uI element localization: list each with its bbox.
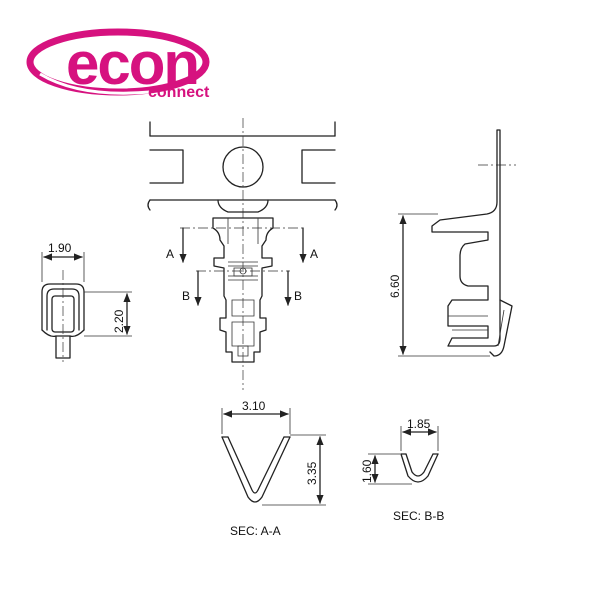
- end-view: 1.90 2.20: [41, 241, 132, 362]
- section-marker-b-right: B: [294, 289, 302, 303]
- dim-height-left: 2.20: [112, 309, 126, 333]
- dim-height-right: 6.60: [388, 274, 402, 298]
- side-view: 6.60: [388, 129, 516, 357]
- section-marker-a-right: A: [310, 247, 318, 261]
- logo-tagline: connect: [148, 84, 210, 101]
- dim-width-sec-a: 3.10: [242, 399, 266, 413]
- section-b-b: 1.85 1.60 SEC: B-B: [360, 417, 444, 523]
- econ-logo: econ connect: [26, 28, 210, 101]
- logo-word: econ: [66, 30, 198, 97]
- logo-swoosh-tail: [39, 72, 151, 95]
- caption-sec-a: SEC: A-A: [230, 524, 281, 538]
- dim-width-left: 1.90: [48, 241, 72, 255]
- dim-width-sec-b: 1.85: [407, 417, 431, 431]
- dim-height-sec-b: 1.60: [360, 459, 374, 483]
- section-marker-b-left: B: [182, 289, 190, 303]
- top-view: A A B B: [147, 118, 338, 390]
- dim-height-sec-a: 3.35: [305, 461, 319, 485]
- section-marker-a-left: A: [166, 247, 174, 261]
- caption-sec-b: SEC: B-B: [393, 509, 444, 523]
- section-a-a: 3.10 3.35 SEC: A-A: [221, 399, 326, 538]
